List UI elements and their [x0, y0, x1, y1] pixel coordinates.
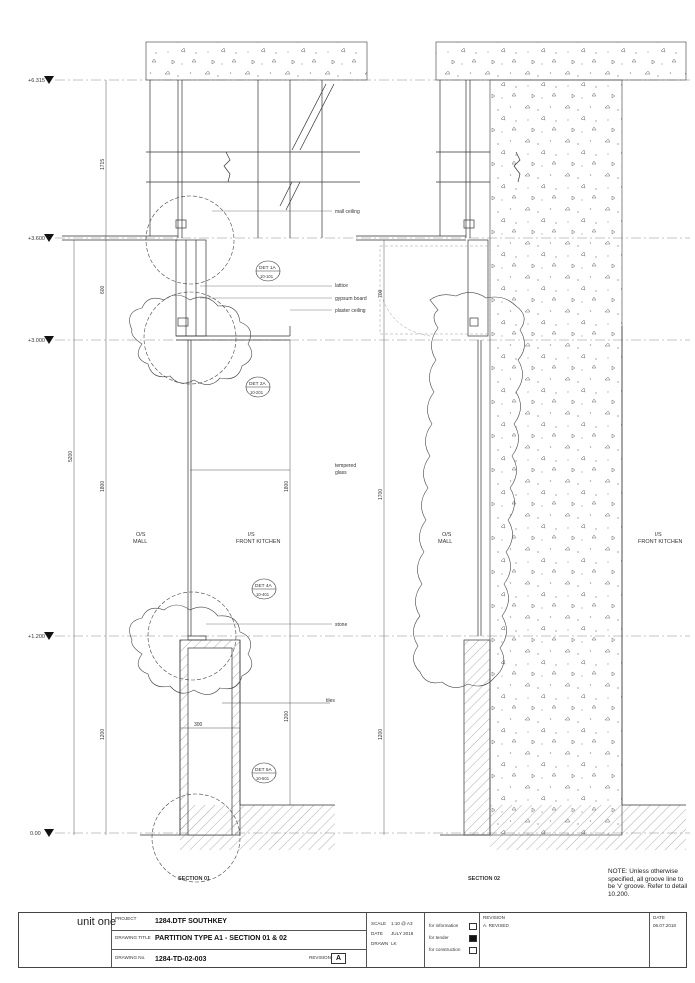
drawing-title-label: DRAWING TITLE: [115, 935, 151, 940]
date-entry: 06.07.2018: [653, 923, 676, 928]
svg-text:10-401: 10-401: [256, 592, 270, 597]
label-tempered-glass: tempered: [335, 463, 356, 469]
revision-header: REVISION: [483, 915, 505, 920]
section-01: [62, 41, 368, 883]
dimension-label: 1700: [378, 489, 384, 500]
status-checkbox-checked[interactable]: [469, 935, 477, 942]
label-mall-ceiling: mall ceiling: [335, 209, 360, 215]
label-tiles: tiles: [326, 698, 335, 704]
label-os: O/S: [136, 532, 146, 538]
drawn-value: LK: [391, 941, 397, 946]
label-mall: MALL: [438, 539, 452, 545]
dimension-label: 5200: [68, 451, 74, 462]
level-markers: [44, 76, 54, 837]
label-is: I/S: [655, 532, 662, 538]
section-title: SECTION 02: [468, 876, 500, 882]
detail-tag[interactable]: DET 4A 10-401: [251, 578, 277, 600]
level-label: +3.000: [28, 338, 45, 344]
svg-text:DET 5A: DET 5A: [255, 767, 273, 773]
status-tender: for tender: [429, 935, 449, 940]
dimension-label: 1200: [100, 729, 106, 740]
detail-tag[interactable]: DET 5A 10-501: [251, 762, 277, 784]
section-02: [356, 41, 687, 850]
dimension-label: 600: [100, 285, 106, 294]
date-header: DATE: [653, 915, 665, 920]
drawing-no-label: DRAWING No.: [115, 955, 146, 960]
dimension-label: 1715: [100, 159, 106, 170]
dimension-label: 1800: [100, 481, 106, 492]
revision-value: A: [331, 953, 347, 964]
label-os: O/S: [442, 532, 452, 538]
svg-text:DET 4A: DET 4A: [255, 583, 273, 589]
revision-label: REVISION: [309, 955, 331, 960]
project-label: PROJECT: [115, 916, 137, 921]
svg-text:DET 2A: DET 2A: [249, 381, 267, 387]
label-front-kitchen: FRONT KITCHEN: [638, 539, 683, 545]
date-label: DATE: [371, 931, 383, 936]
dimension-label: 300: [194, 722, 203, 728]
svg-text:10-501: 10-501: [256, 776, 270, 781]
drawing-number: 1284-TD-02-003: [155, 956, 207, 963]
dimension-label: 1800: [284, 481, 290, 492]
level-label: 0.00: [30, 831, 41, 837]
dimension-label: 1200: [378, 729, 384, 740]
scale-value: 1:10 @ A3: [391, 921, 413, 926]
dimension-label: 700: [378, 289, 384, 298]
label-is: I/S: [248, 532, 255, 538]
status-construction: for construction: [429, 947, 461, 952]
drawing-title: PARTITION TYPE A1 - SECTION 01 & 02: [155, 935, 287, 942]
label-front-kitchen: FRONT KITCHEN: [236, 539, 281, 545]
status-information: for information: [429, 923, 459, 928]
date-value: JULY 2018: [391, 931, 414, 936]
label-stone: stone: [335, 622, 347, 628]
svg-text:DET 1A: DET 1A: [259, 265, 277, 271]
label-mall: MALL: [133, 539, 147, 545]
drawn-label: DRAWN: [371, 941, 389, 946]
svg-text:10-101: 10-101: [260, 274, 274, 279]
status-checkbox[interactable]: [469, 923, 477, 930]
company-logo: unit one: [77, 916, 117, 928]
label-gypsum-board: gypsum board: [335, 296, 367, 302]
general-note: NOTE: Unless otherwise specified, all gr…: [608, 868, 688, 898]
svg-text:10-201: 10-201: [250, 390, 264, 395]
section-title: SECTION 01: [178, 876, 210, 882]
level-label: +3.600: [28, 236, 45, 242]
label-plaster-ceiling: plaster ceiling: [335, 308, 366, 314]
label-lattice: lattice: [335, 283, 348, 289]
level-label: +6.315: [28, 78, 45, 84]
scale-label: SCALE: [371, 921, 387, 926]
status-checkbox[interactable]: [469, 947, 477, 954]
dimension-label: 1200: [284, 711, 290, 722]
title-block: unit one PROJECT 1284.DTF SOUTHKEY DRAWI…: [18, 912, 687, 968]
level-label: +1.200: [28, 634, 45, 640]
label-tempered-glass: glass: [335, 470, 347, 476]
detail-tag[interactable]: DET 2A 10-201: [245, 376, 271, 398]
revision-entry: A. REVISED: [483, 923, 509, 928]
detail-tag[interactable]: DET 1A 10-101: [255, 260, 281, 282]
project-name: 1284.DTF SOUTHKEY: [155, 918, 227, 925]
